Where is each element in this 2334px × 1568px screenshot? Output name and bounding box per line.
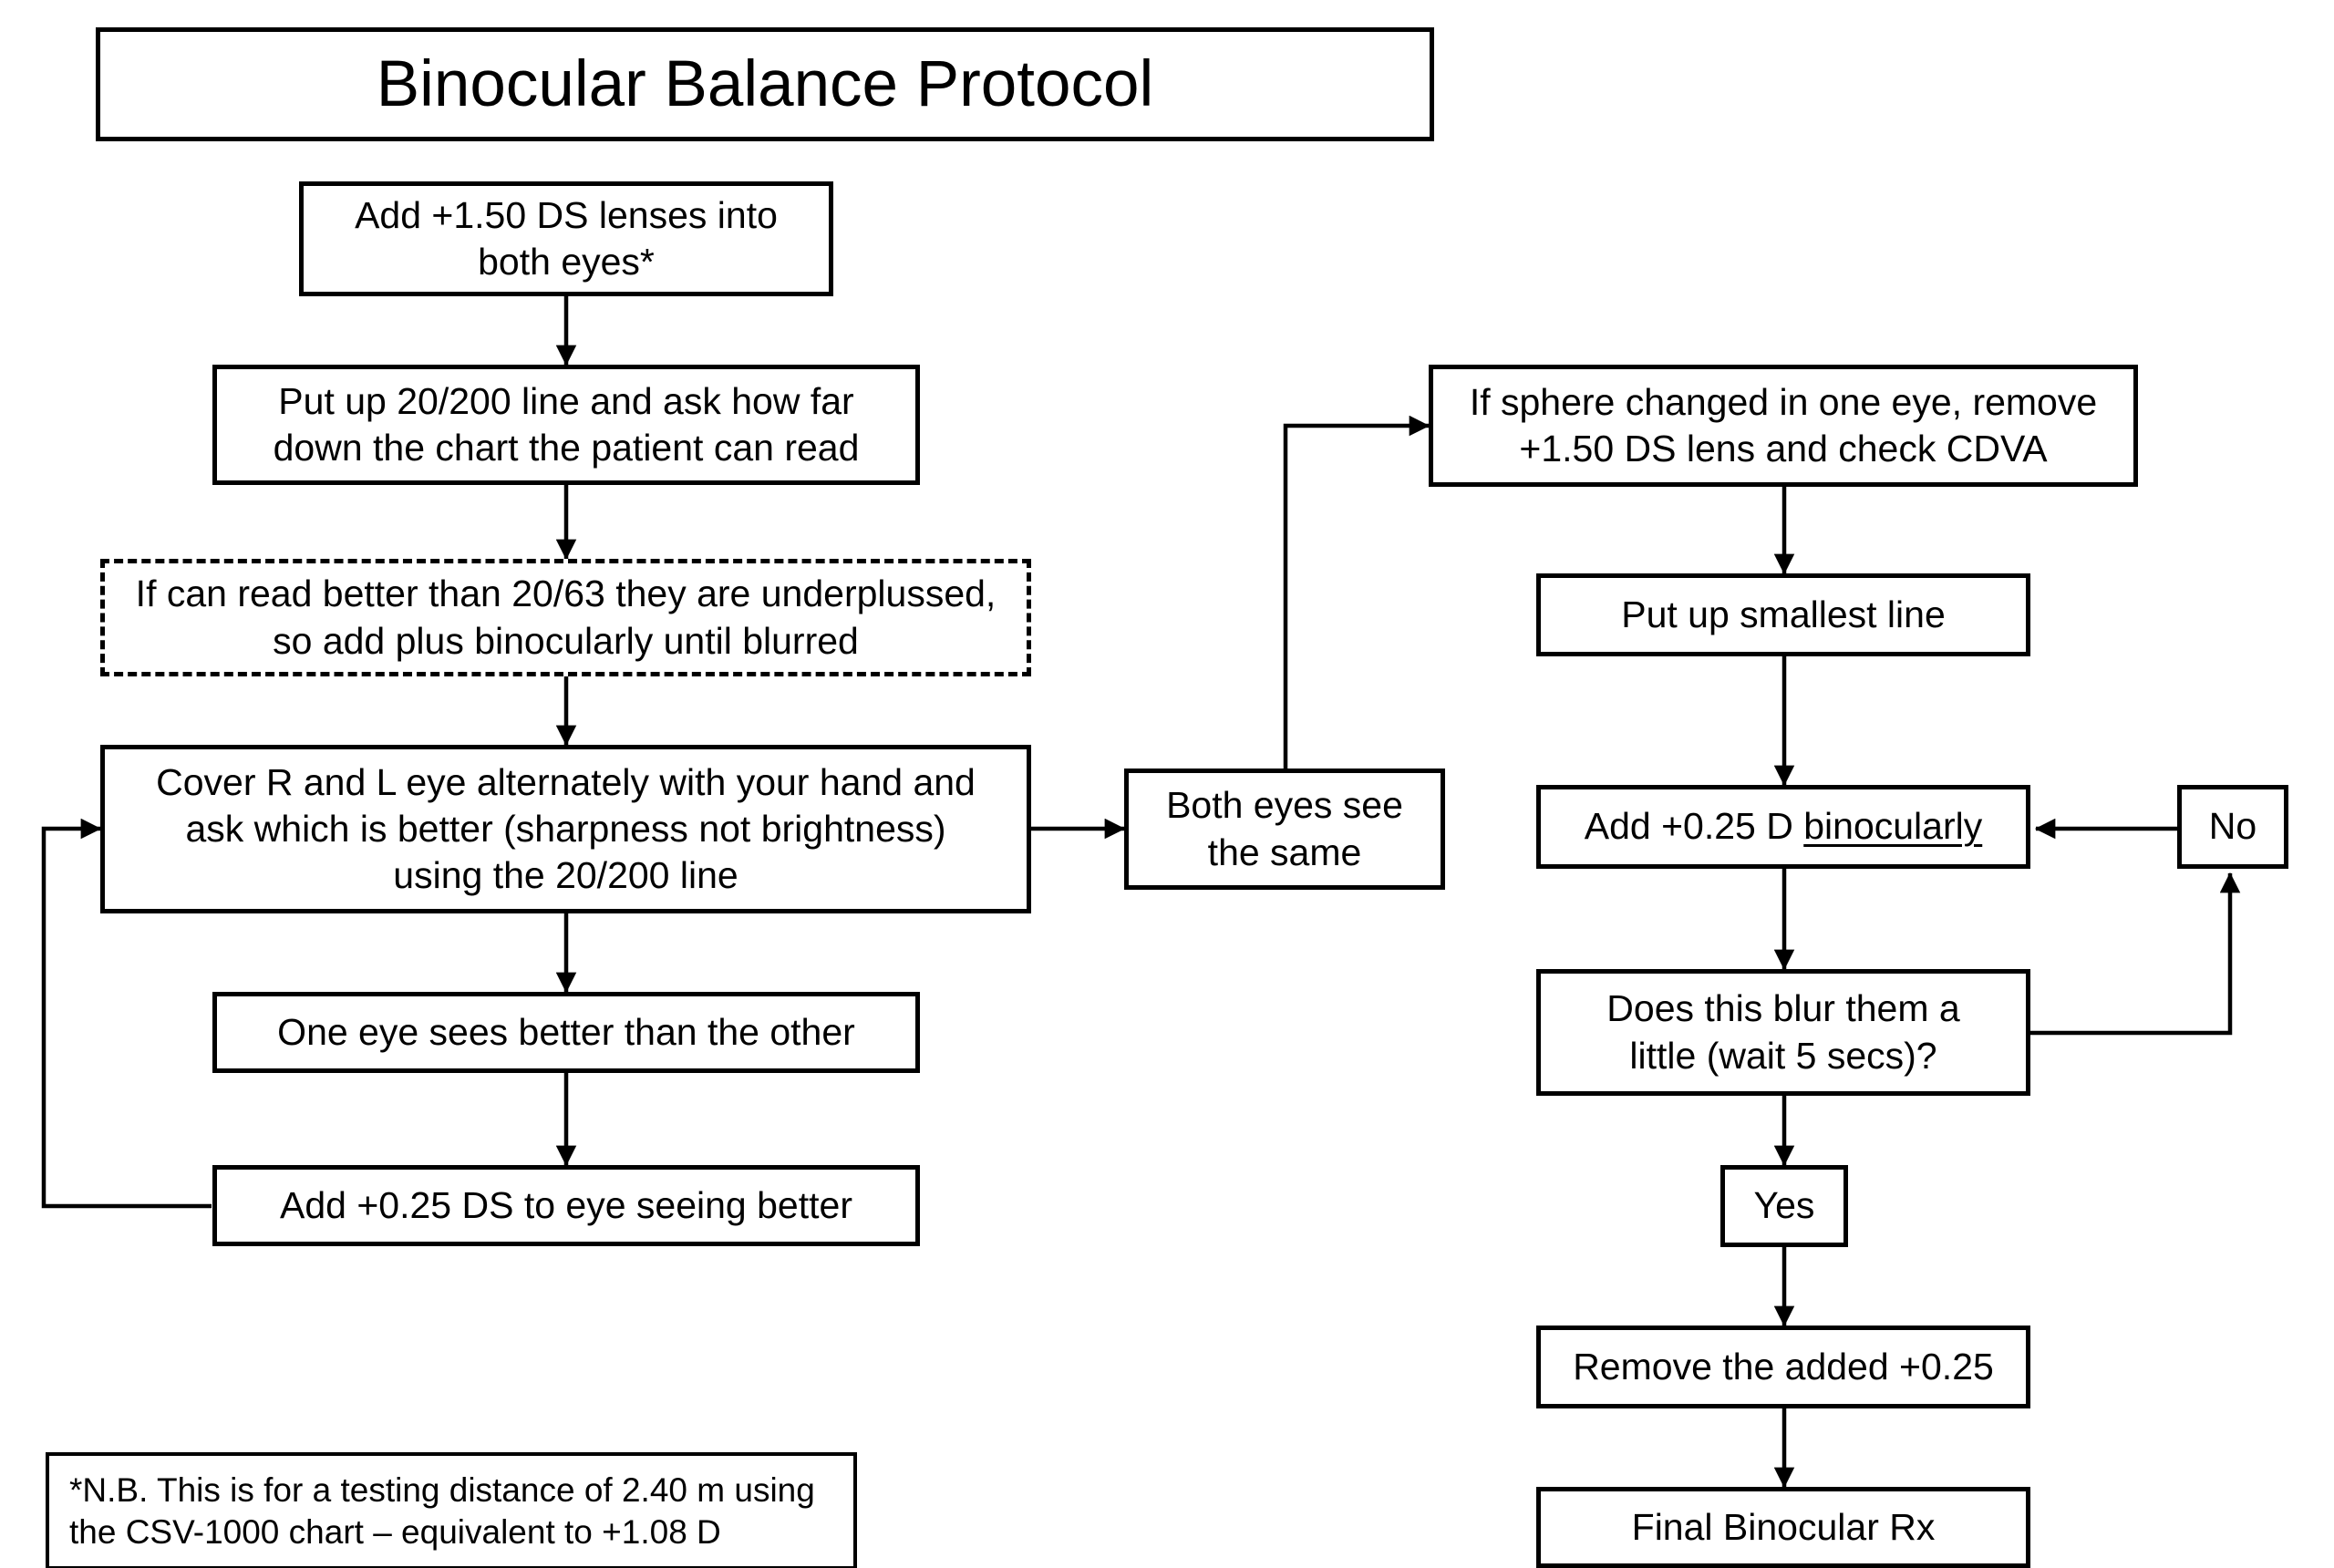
footnote-text: *N.B. This is for a testing distance of … xyxy=(69,1471,815,1551)
step-sphere-changed-text: If sphere changed in one eye, remove +1.… xyxy=(1469,380,2098,469)
step-sphere-changed: If sphere changed in one eye, remove +1.… xyxy=(1429,365,2138,487)
step-both-eyes-same-text: Both eyes see the same xyxy=(1166,784,1403,873)
step-add-025-to-better-eye-text: Add +0.25 DS to eye seeing better xyxy=(280,1183,852,1226)
step-smallest-line-text: Put up smallest line xyxy=(1621,593,1946,635)
step-remove-added-text: Remove the added +0.25 xyxy=(1573,1345,1994,1387)
decision-yes: Yes xyxy=(1720,1165,1848,1247)
decision-no-text: No xyxy=(2208,805,2257,848)
step-add-150-lenses: Add +1.50 DS lenses into both eyes* xyxy=(299,181,833,296)
step-final-binocular-rx-text: Final Binocular Rx xyxy=(1631,1505,1936,1548)
step-one-eye-better: One eye sees better than the other xyxy=(212,992,920,1073)
step-one-eye-better-text: One eye sees better than the other xyxy=(277,1010,855,1053)
step-blur-question: Does this blur them a little (wait 5 sec… xyxy=(1536,969,2030,1096)
step-blur-question-text: Does this blur them a little (wait 5 sec… xyxy=(1606,987,1960,1077)
diagram-title: Binocular Balance Protocol xyxy=(96,27,1434,141)
step-cover-alternately: Cover R and L eye alternately with your … xyxy=(100,745,1031,913)
footnote-box: *N.B. This is for a testing distance of … xyxy=(46,1452,857,1568)
step-add-150-lenses-text: Add +1.50 DS lenses into both eyes* xyxy=(355,193,778,283)
step-put-up-20-200-text: Put up 20/200 line and ask how far down … xyxy=(273,379,860,469)
step-add-025-to-better-eye: Add +0.25 DS to eye seeing better xyxy=(212,1165,920,1246)
step-if-read-better-dashed: If can read better than 20/63 they are u… xyxy=(100,559,1031,676)
step-add-025-binocularly-text: Add +0.25 D binocularly xyxy=(1585,803,1982,850)
step-final-binocular-rx: Final Binocular Rx xyxy=(1536,1487,2030,1568)
arrow-loop-back-to-cover xyxy=(41,818,212,1209)
arrow-bothsame-to-sphere xyxy=(1283,415,1430,769)
step-cover-alternately-text: Cover R and L eye alternately with your … xyxy=(156,760,976,897)
decision-no: No xyxy=(2177,785,2288,869)
diagram-title-text: Binocular Balance Protocol xyxy=(376,48,1154,120)
step-remove-added: Remove the added +0.25 xyxy=(1536,1326,2030,1408)
add-binocularly-prefix: Add +0.25 D xyxy=(1584,805,1804,848)
step-add-025-binocularly: Add +0.25 D binocularly xyxy=(1536,785,2030,869)
add-binocularly-underlined-word: binocularly xyxy=(1803,805,1983,848)
step-if-read-better-text: If can read better than 20/63 they are u… xyxy=(135,573,997,662)
step-smallest-line: Put up smallest line xyxy=(1536,573,2030,656)
step-put-up-20-200: Put up 20/200 line and ask how far down … xyxy=(212,365,920,485)
decision-yes-text: Yes xyxy=(1753,1184,1815,1227)
arrow-blur-to-no xyxy=(2029,872,2241,1036)
step-both-eyes-same: Both eyes see the same xyxy=(1124,769,1445,890)
